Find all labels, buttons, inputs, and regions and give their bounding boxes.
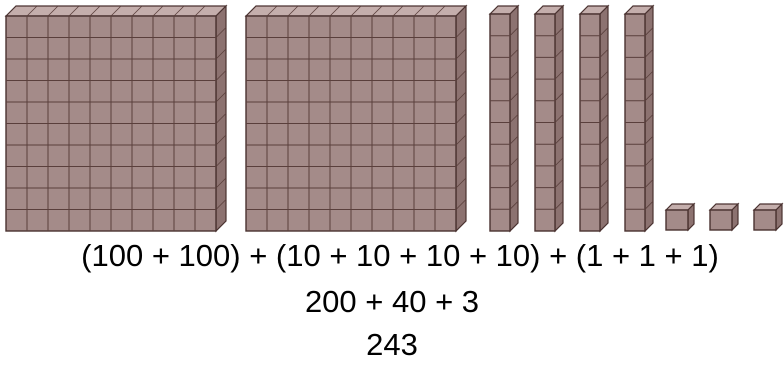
base-ten-blocks	[0, 0, 784, 240]
grouped-sum: 200 + 40 + 3	[0, 284, 784, 320]
hundred-flat	[246, 6, 466, 231]
hundred-flat	[6, 6, 226, 231]
expanded-equation: (100 + 100) + (10 + 10 + 10 + 10) + (1 +…	[8, 238, 784, 274]
one-cube	[666, 204, 694, 230]
ten-rod	[625, 6, 653, 231]
ten-rod	[490, 6, 518, 231]
one-cube	[710, 204, 738, 230]
one-cube	[754, 204, 782, 230]
total-value: 243	[0, 327, 784, 363]
ten-rod	[535, 6, 563, 231]
ten-rod	[580, 6, 608, 231]
